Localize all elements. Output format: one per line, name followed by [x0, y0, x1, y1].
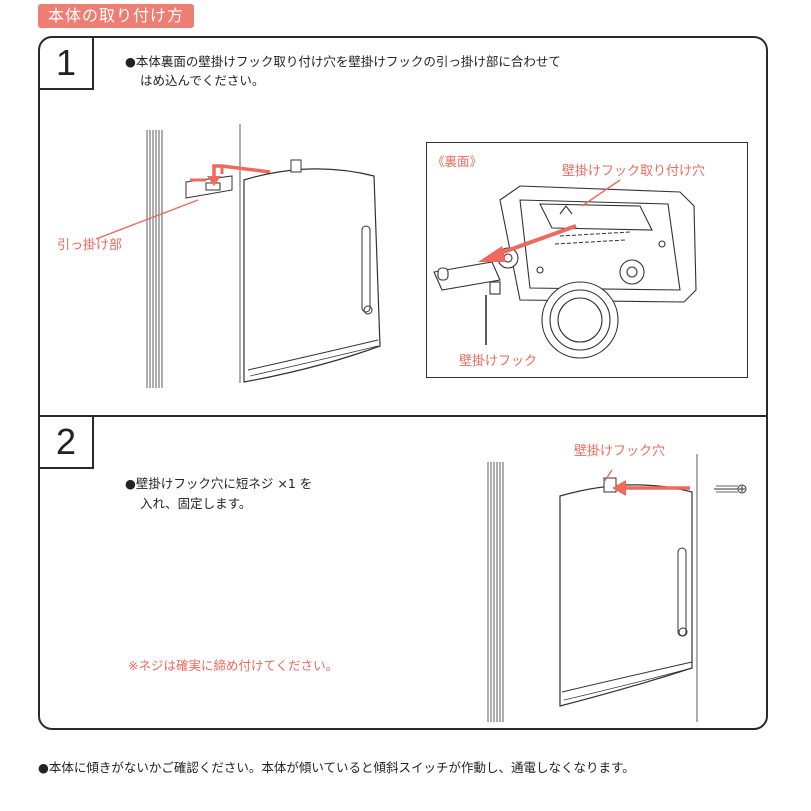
hook-mount-hole-label: 壁掛けフック取り付け穴 [562, 164, 706, 179]
back-view-label: 《裏面》 [432, 154, 483, 169]
step-divider [38, 415, 768, 417]
step-2-number: 2 [40, 417, 94, 469]
hook-hole-label: 壁掛けフック穴 [574, 444, 666, 459]
section-title: 本体の取り付け方 [38, 4, 195, 28]
instruction-frame [38, 36, 768, 730]
wall-hook-label: 壁掛けフック [459, 354, 538, 369]
step-1-instruction-line-1: ●本体裏面の壁掛けフック取り付け穴を壁掛けフックの引っ掛け部に合わせて [125, 54, 561, 69]
step-2-instruction-line-2: 入れ、固定します。 [140, 496, 252, 511]
step-1-instruction-line-2: はめ込んでください。 [140, 73, 265, 88]
step-2-instruction-line-1: ●壁掛けフック穴に短ネジ ×1 を [125, 476, 313, 491]
back-view-inset [426, 142, 748, 378]
screw-tightening-note: ※ネジは確実に締め付けてください。 [128, 658, 339, 673]
hook-part-label: 引っ掛け部 [57, 238, 123, 253]
step-1-number: 1 [40, 38, 94, 90]
footer-note: ●本体に傾きがないかご確認ください。本体が傾いていると傾斜スイッチが作動し、通電… [38, 760, 635, 775]
